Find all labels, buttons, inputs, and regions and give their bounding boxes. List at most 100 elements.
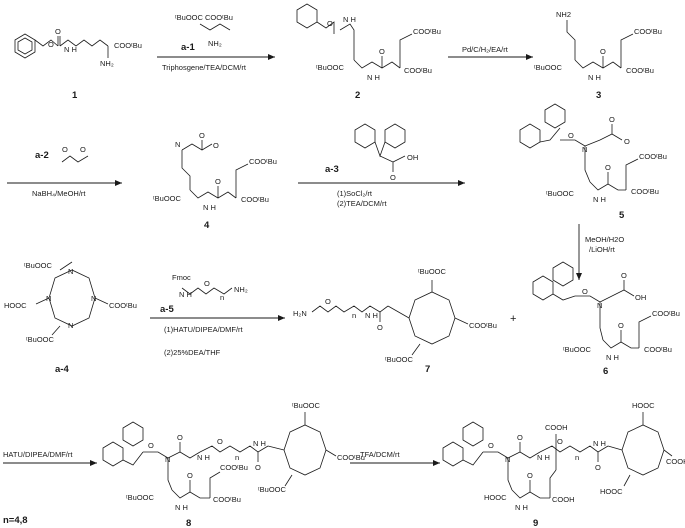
condition-step2: Pd/C/H₂/EA/rt	[462, 45, 509, 54]
a5-o: O	[204, 279, 210, 288]
compound-5-label: 5	[619, 210, 625, 221]
compound-7-o2: O	[377, 323, 383, 332]
compound-3-cootbu-top: COOᵗBu	[634, 27, 662, 36]
compound-8-n: N	[165, 455, 170, 464]
compound-a4-n2: N	[46, 294, 51, 303]
compound-5-nh: N H	[593, 195, 606, 204]
compound-6-structure: O N O OH O COOᵗBu ᵗBuOOC N H COOᵗBu	[532, 261, 680, 362]
compound-1-label: 1	[72, 90, 78, 101]
condition-step6b: (2)25%DEA/THF	[164, 348, 221, 357]
compound-5-cootbu: COOᵗBu	[631, 187, 659, 196]
compound-9-o2: O	[557, 437, 563, 446]
condition-step4b: (2)TEA/DCM/rt	[337, 199, 387, 208]
compound-8-tbuooc-ring: ᵗBuOOC	[258, 485, 286, 494]
compound-7-cootbu: COOᵗBu	[469, 321, 497, 330]
compound-1-structure: O O N H COOᵗBu NH₂	[14, 27, 142, 68]
compound-1-ester-o: O	[48, 40, 54, 49]
compound-9-n-sub: n	[575, 453, 579, 462]
a3-oh: OH	[407, 153, 418, 162]
compound-2-structure: O N H O N H COOᵗBu ᵗBuOOC COOᵗBu	[296, 3, 441, 82]
compound-9-o3: O	[595, 463, 601, 472]
compound-6-nh: N H	[606, 353, 619, 362]
compound-4-cootbu-top: COOᵗBu	[249, 157, 277, 166]
compound-8-tbuooc: ᵗBuOOC	[126, 493, 154, 502]
compound-8-cootbu: COOᵗBu	[213, 495, 241, 504]
compound-6-acid-o: O	[621, 271, 627, 280]
compound-6-tbuooc: ᵗBuOOC	[563, 345, 591, 354]
compound-a4-n3: N	[91, 294, 96, 303]
a5-n: n	[220, 293, 224, 302]
compound-a4-tbuooc-top: ᵗBuOOC	[24, 261, 52, 270]
compound-2-cootbu-top: COOᵗBu	[413, 27, 441, 36]
compound-2-o1: O	[327, 19, 333, 28]
compound-3-tbuooc: ᵗBuOOC	[534, 63, 562, 72]
plus-sign: +	[510, 313, 516, 325]
compound-a4-tbuooc-bottom: ᵗBuOOC	[26, 335, 54, 344]
compound-1-carbonyl-o: O	[55, 27, 61, 36]
a3-o: O	[390, 173, 396, 182]
compound-1-nh: N H	[64, 45, 77, 54]
footnote-n-values: n=4,8	[3, 515, 28, 526]
compound-9-structure: O N O N H O n N H O HOOC COOH HOOC O COO…	[442, 401, 685, 512]
compound-9-urea-o: O	[527, 471, 533, 480]
compound-4-label: 4	[204, 220, 210, 231]
compound-2-nh-urea: N H	[367, 73, 380, 82]
compound-6-amide-o: O	[582, 287, 588, 296]
compound-4-hn: N	[175, 140, 180, 149]
compound-6-oh: OH	[635, 293, 646, 302]
compound-9-label: 9	[533, 518, 538, 528]
compound-9-nh-urea: N H	[515, 503, 528, 512]
compound-2-label: 2	[355, 90, 360, 101]
compound-7-tbuooc-bottom: ᵗBuOOC	[385, 355, 413, 364]
compound-4-structure: N O O O COOᵗBu ᵗBuOOC N H COOᵗBu	[153, 131, 277, 212]
compound-7-n-sub: n	[352, 311, 356, 320]
compound-9-n: N	[505, 455, 510, 464]
compound-7-label: 7	[425, 364, 430, 375]
compound-4-urea-o: O	[215, 177, 221, 186]
condition-step4a: (1)SoCl₂/rt	[337, 189, 373, 198]
compound-8-nh2: N H	[253, 439, 266, 448]
compound-9-cooh-top: COOH	[545, 423, 568, 432]
compound-7-tbuooc-top: ᵗBuOOC	[418, 267, 446, 276]
condition-step5b: /LiOH/rt	[589, 245, 616, 254]
compound-6-cootbu: COOᵗBu	[644, 345, 672, 354]
compound-7-structure: H₂N O n N H O ᵗBuOOC COOᵗBu ᵗBuOOC	[293, 267, 497, 364]
compound-9-nh1: N H	[537, 453, 550, 462]
compound-a4-structure: ᵗBuOOC HOOC COOᵗBu ᵗBuOOC N N N N	[4, 261, 137, 344]
compound-5-ester-o: O	[609, 115, 615, 124]
compound-9-cooh: COOH	[552, 495, 575, 504]
a2-o2: O	[80, 145, 86, 154]
compound-5-ome-o: O	[624, 137, 630, 146]
compound-9-hooc: HOOC	[484, 493, 507, 502]
compound-2-nh-top: N H	[343, 15, 356, 24]
compound-2-urea-o: O	[379, 47, 385, 56]
compound-1-nh2: NH₂	[100, 59, 114, 68]
condition-step5a: MeOH/H2O	[585, 235, 624, 244]
compound-a4-n4: N	[68, 321, 73, 330]
compound-7-o1: O	[325, 297, 331, 306]
a2-o1: O	[62, 145, 68, 154]
compound-6-label: 6	[603, 366, 608, 377]
compound-8-nh1: N H	[197, 453, 210, 462]
a5-fmoc: Fmoc	[172, 273, 191, 282]
compound-9-cooh-ring: COOH	[666, 457, 685, 466]
compound-4-cootbu: COOᵗBu	[241, 195, 269, 204]
compound-8-n-sub: n	[235, 453, 239, 462]
compound-4-tbuooc: ᵗBuOOC	[153, 194, 181, 203]
compound-9-amide-o: O	[488, 441, 494, 450]
compound-5-urea-o: O	[605, 163, 611, 172]
compound-6-urea-o: O	[618, 321, 624, 330]
compound-4-nh: N H	[203, 203, 216, 212]
compound-5-structure: O N O O O COOᵗBu ᵗBuOOC N H COOᵗBu	[519, 103, 667, 204]
reagent-a2-label: a-2	[35, 150, 49, 161]
compound-5-tbuooc: ᵗBuOOC	[546, 189, 574, 198]
condition-step6a: (1)HATU/DIPEA/DMF/rt	[164, 325, 244, 334]
compound-8-o1: O	[177, 433, 183, 442]
compound-1-cootbu: COOᵗBu	[114, 41, 142, 50]
compound-5-n: N	[582, 145, 587, 154]
compound-8-amide-o: O	[148, 441, 154, 450]
compound-8-tbuooc-top: ᵗBuOOC	[292, 401, 320, 410]
compound-7-h2n: H₂N	[293, 309, 307, 318]
compound-3-structure: NH2 O COOᵗBu ᵗBuOOC N H COOᵗBu	[534, 10, 662, 82]
